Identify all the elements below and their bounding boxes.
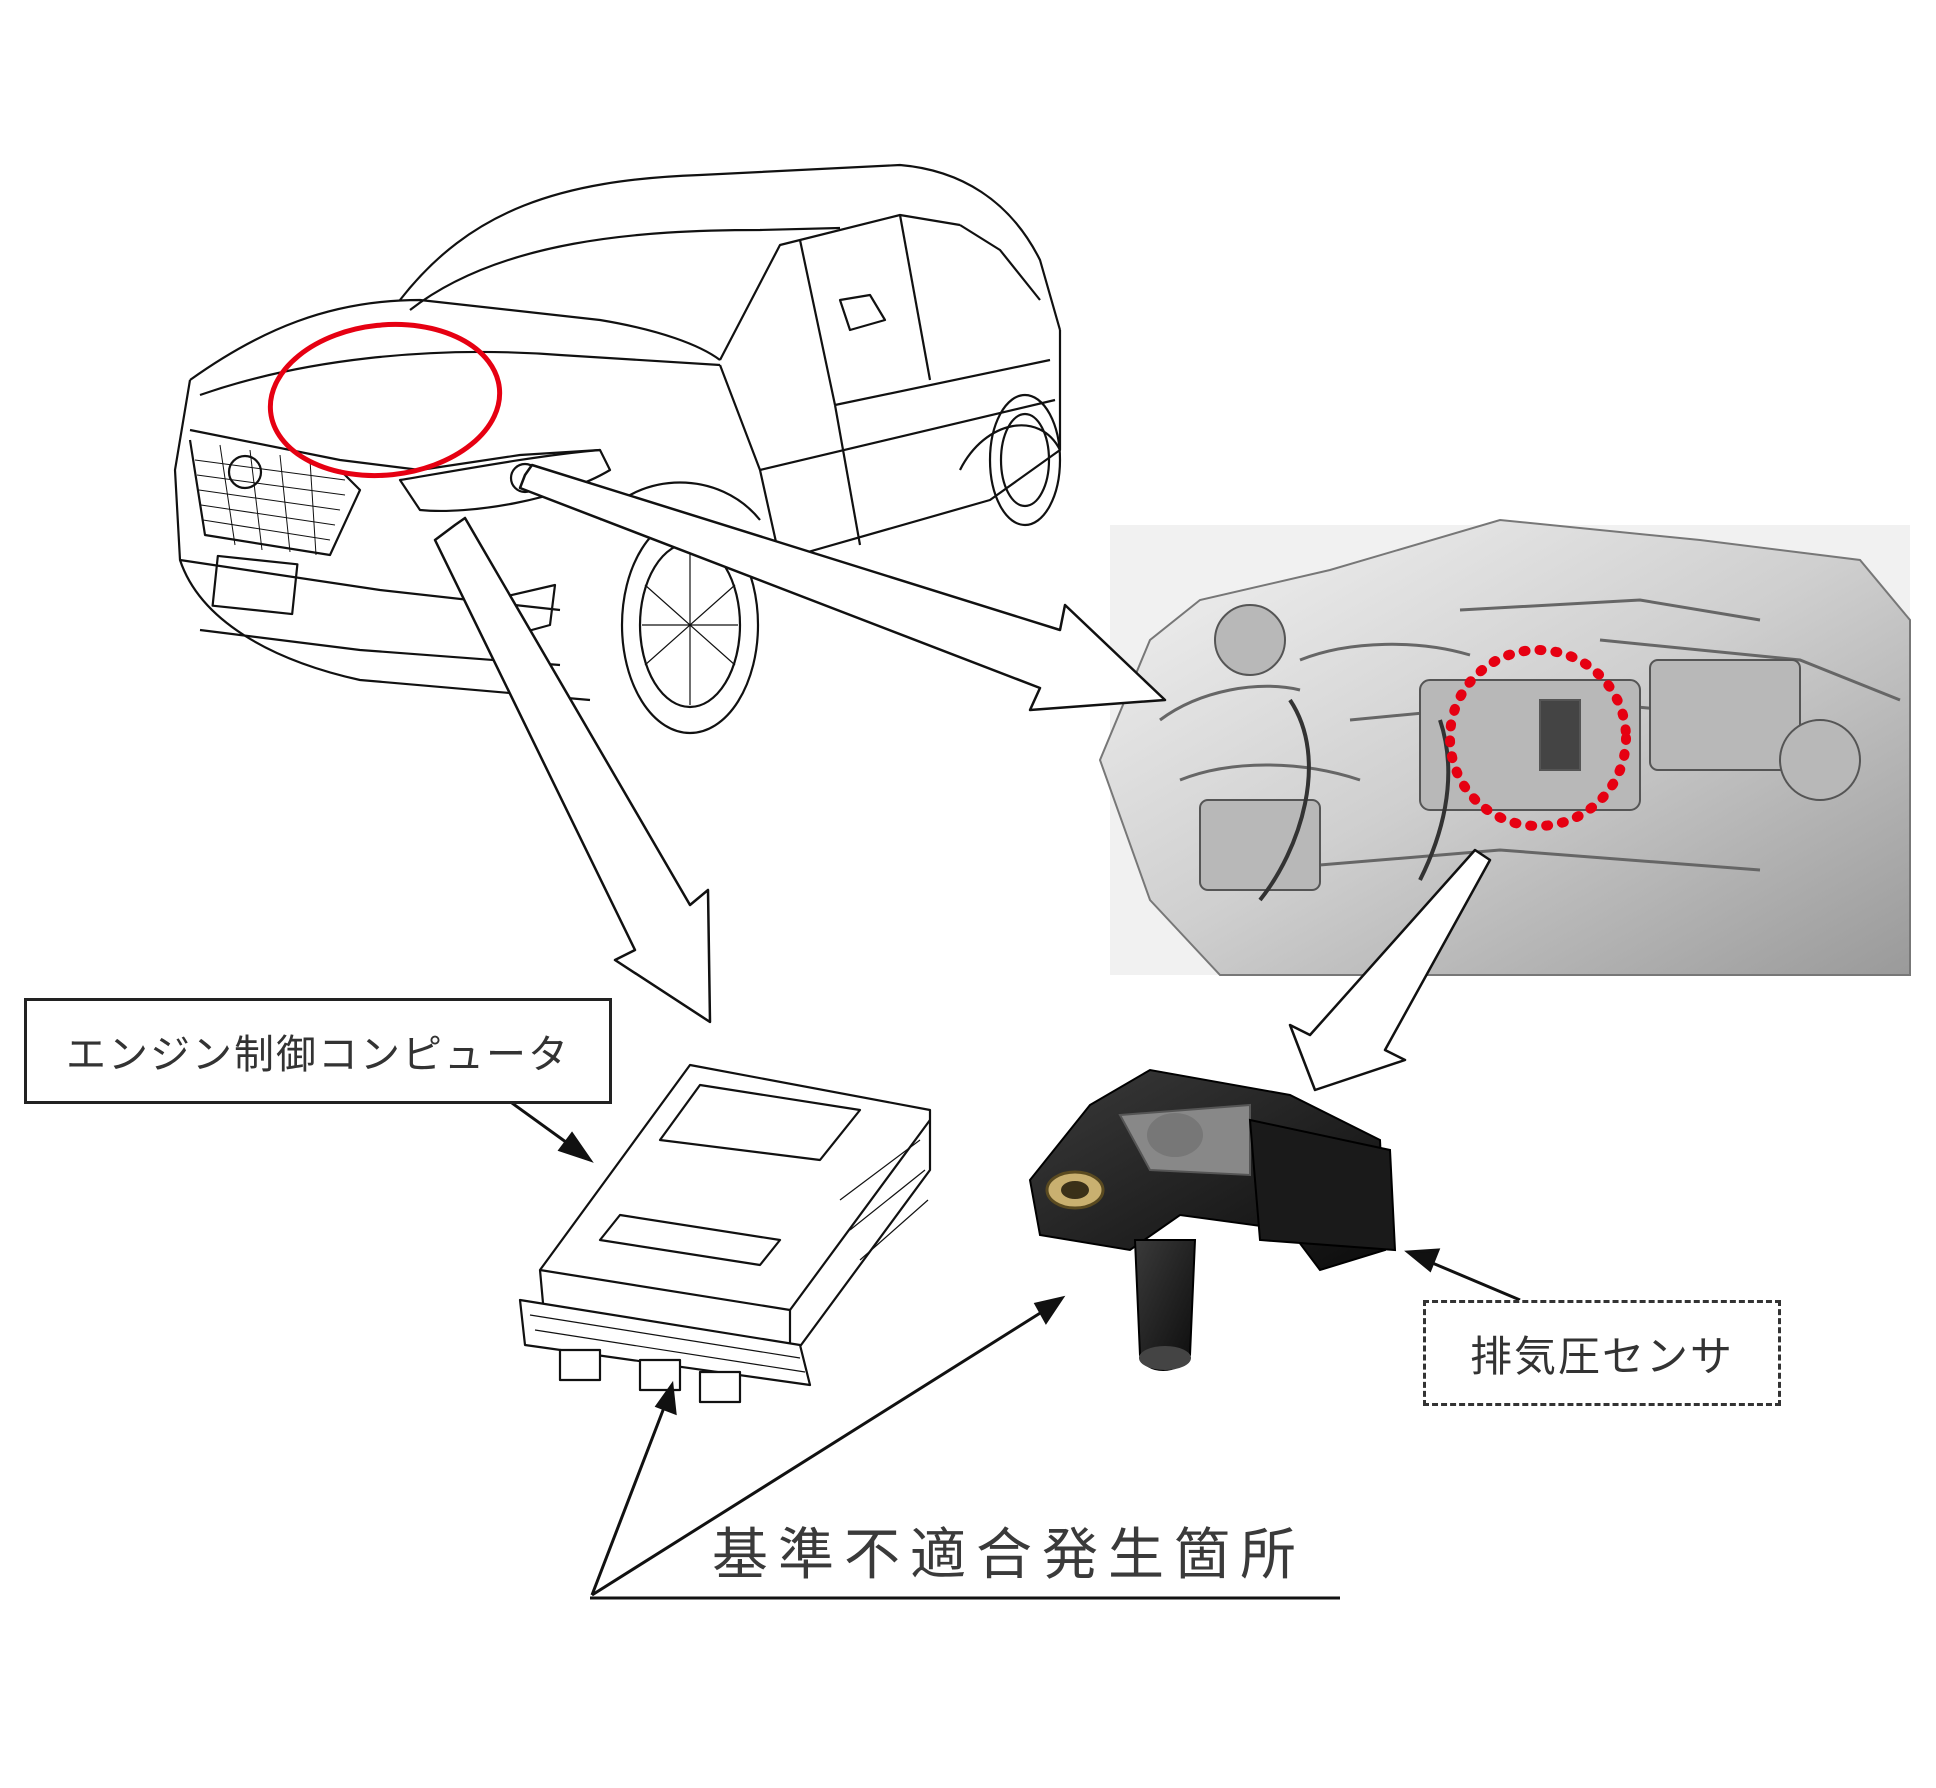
sensor-image — [1028, 1068, 1397, 1371]
arrow-car-to-ecu — [433, 516, 712, 1024]
nonconformity-location-label: 基準不適合発生箇所 — [712, 1523, 1306, 1588]
ecu-drawing — [518, 1063, 932, 1404]
pointer-lines — [504, 1096, 1521, 1600]
sensor-location-highlight — [1445, 645, 1631, 831]
car-drawing — [173, 163, 1062, 735]
arrow-engine-to-sensor — [1288, 848, 1492, 1092]
engine-image — [1098, 518, 1911, 976]
ecu-label: エンジン制御コンピュータ — [24, 998, 612, 1104]
sensor-label: 排気圧センサ — [1423, 1300, 1781, 1406]
hood-highlight — [267, 321, 503, 479]
arrows — [433, 463, 1492, 1092]
arrow-car-to-engine — [518, 463, 1167, 712]
